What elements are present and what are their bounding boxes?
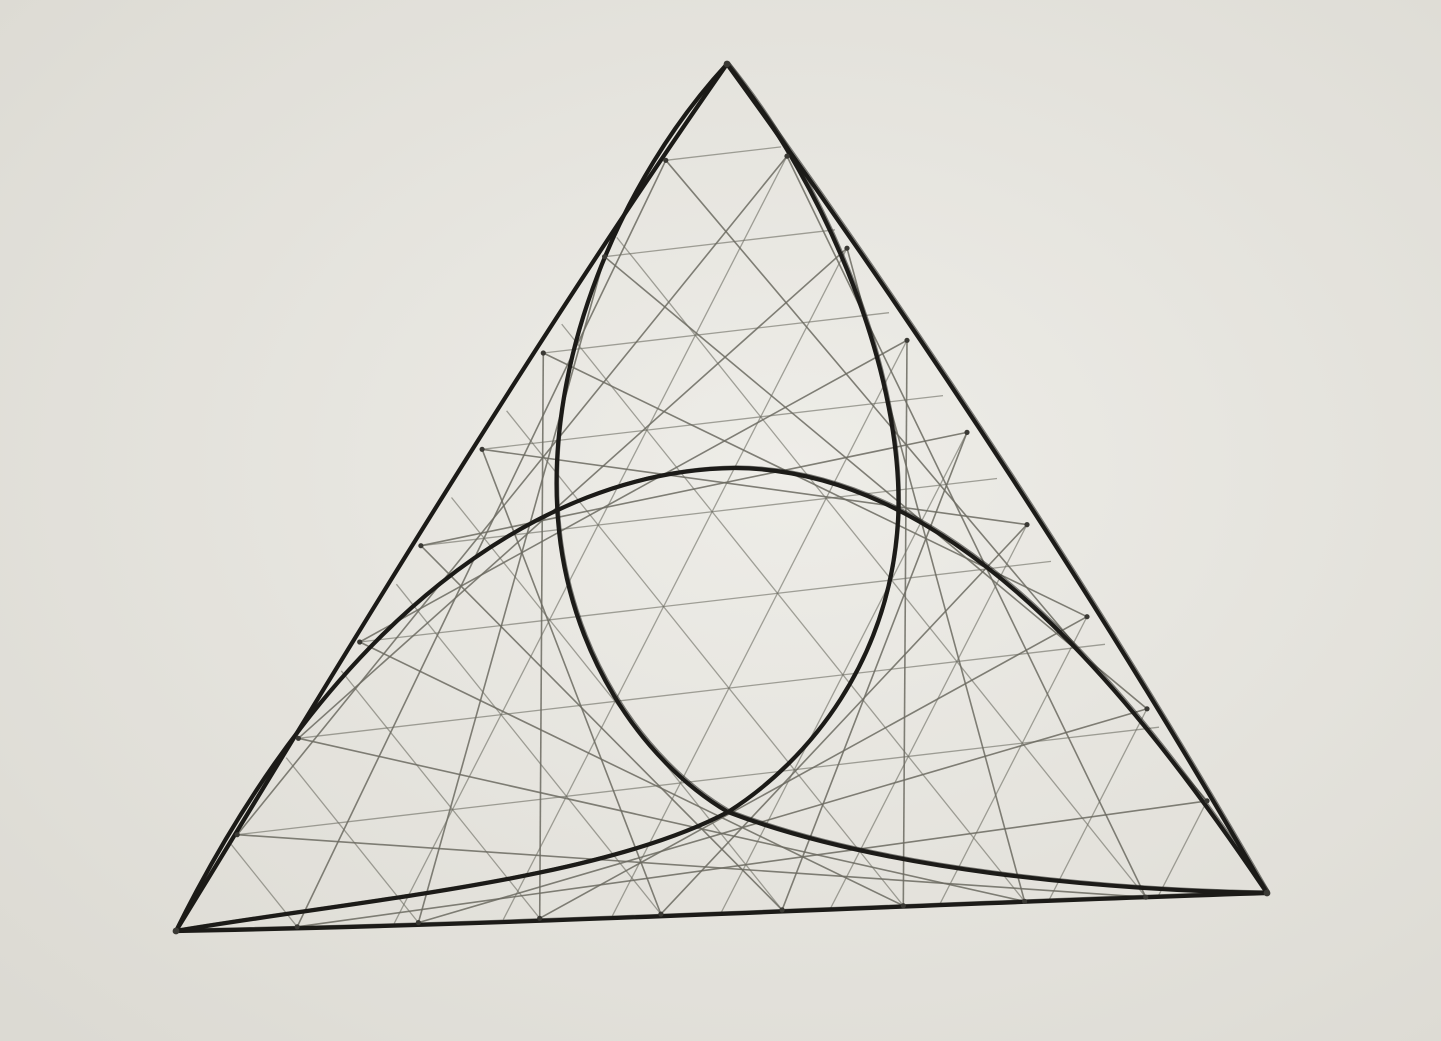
corner-pin xyxy=(1264,890,1271,897)
pin xyxy=(1084,614,1089,619)
corner-pin xyxy=(724,61,731,68)
pin xyxy=(1204,798,1209,803)
pin xyxy=(780,907,785,912)
pin xyxy=(1144,706,1149,711)
pin xyxy=(416,920,421,925)
pin xyxy=(964,430,969,435)
pin xyxy=(602,254,607,259)
pin xyxy=(1022,899,1027,904)
pin xyxy=(1143,895,1148,900)
pin xyxy=(901,903,906,908)
pin xyxy=(418,543,423,548)
pin xyxy=(357,639,362,644)
pin xyxy=(537,916,542,921)
pin xyxy=(480,447,485,452)
pin xyxy=(844,246,849,251)
pin xyxy=(1024,522,1029,527)
pin xyxy=(296,736,301,741)
pin xyxy=(235,832,240,837)
pin xyxy=(663,158,668,163)
pin xyxy=(904,338,909,343)
pin xyxy=(658,912,663,917)
pin xyxy=(295,924,300,929)
pin xyxy=(784,154,789,159)
corner-pin xyxy=(173,928,180,935)
pin xyxy=(541,350,546,355)
